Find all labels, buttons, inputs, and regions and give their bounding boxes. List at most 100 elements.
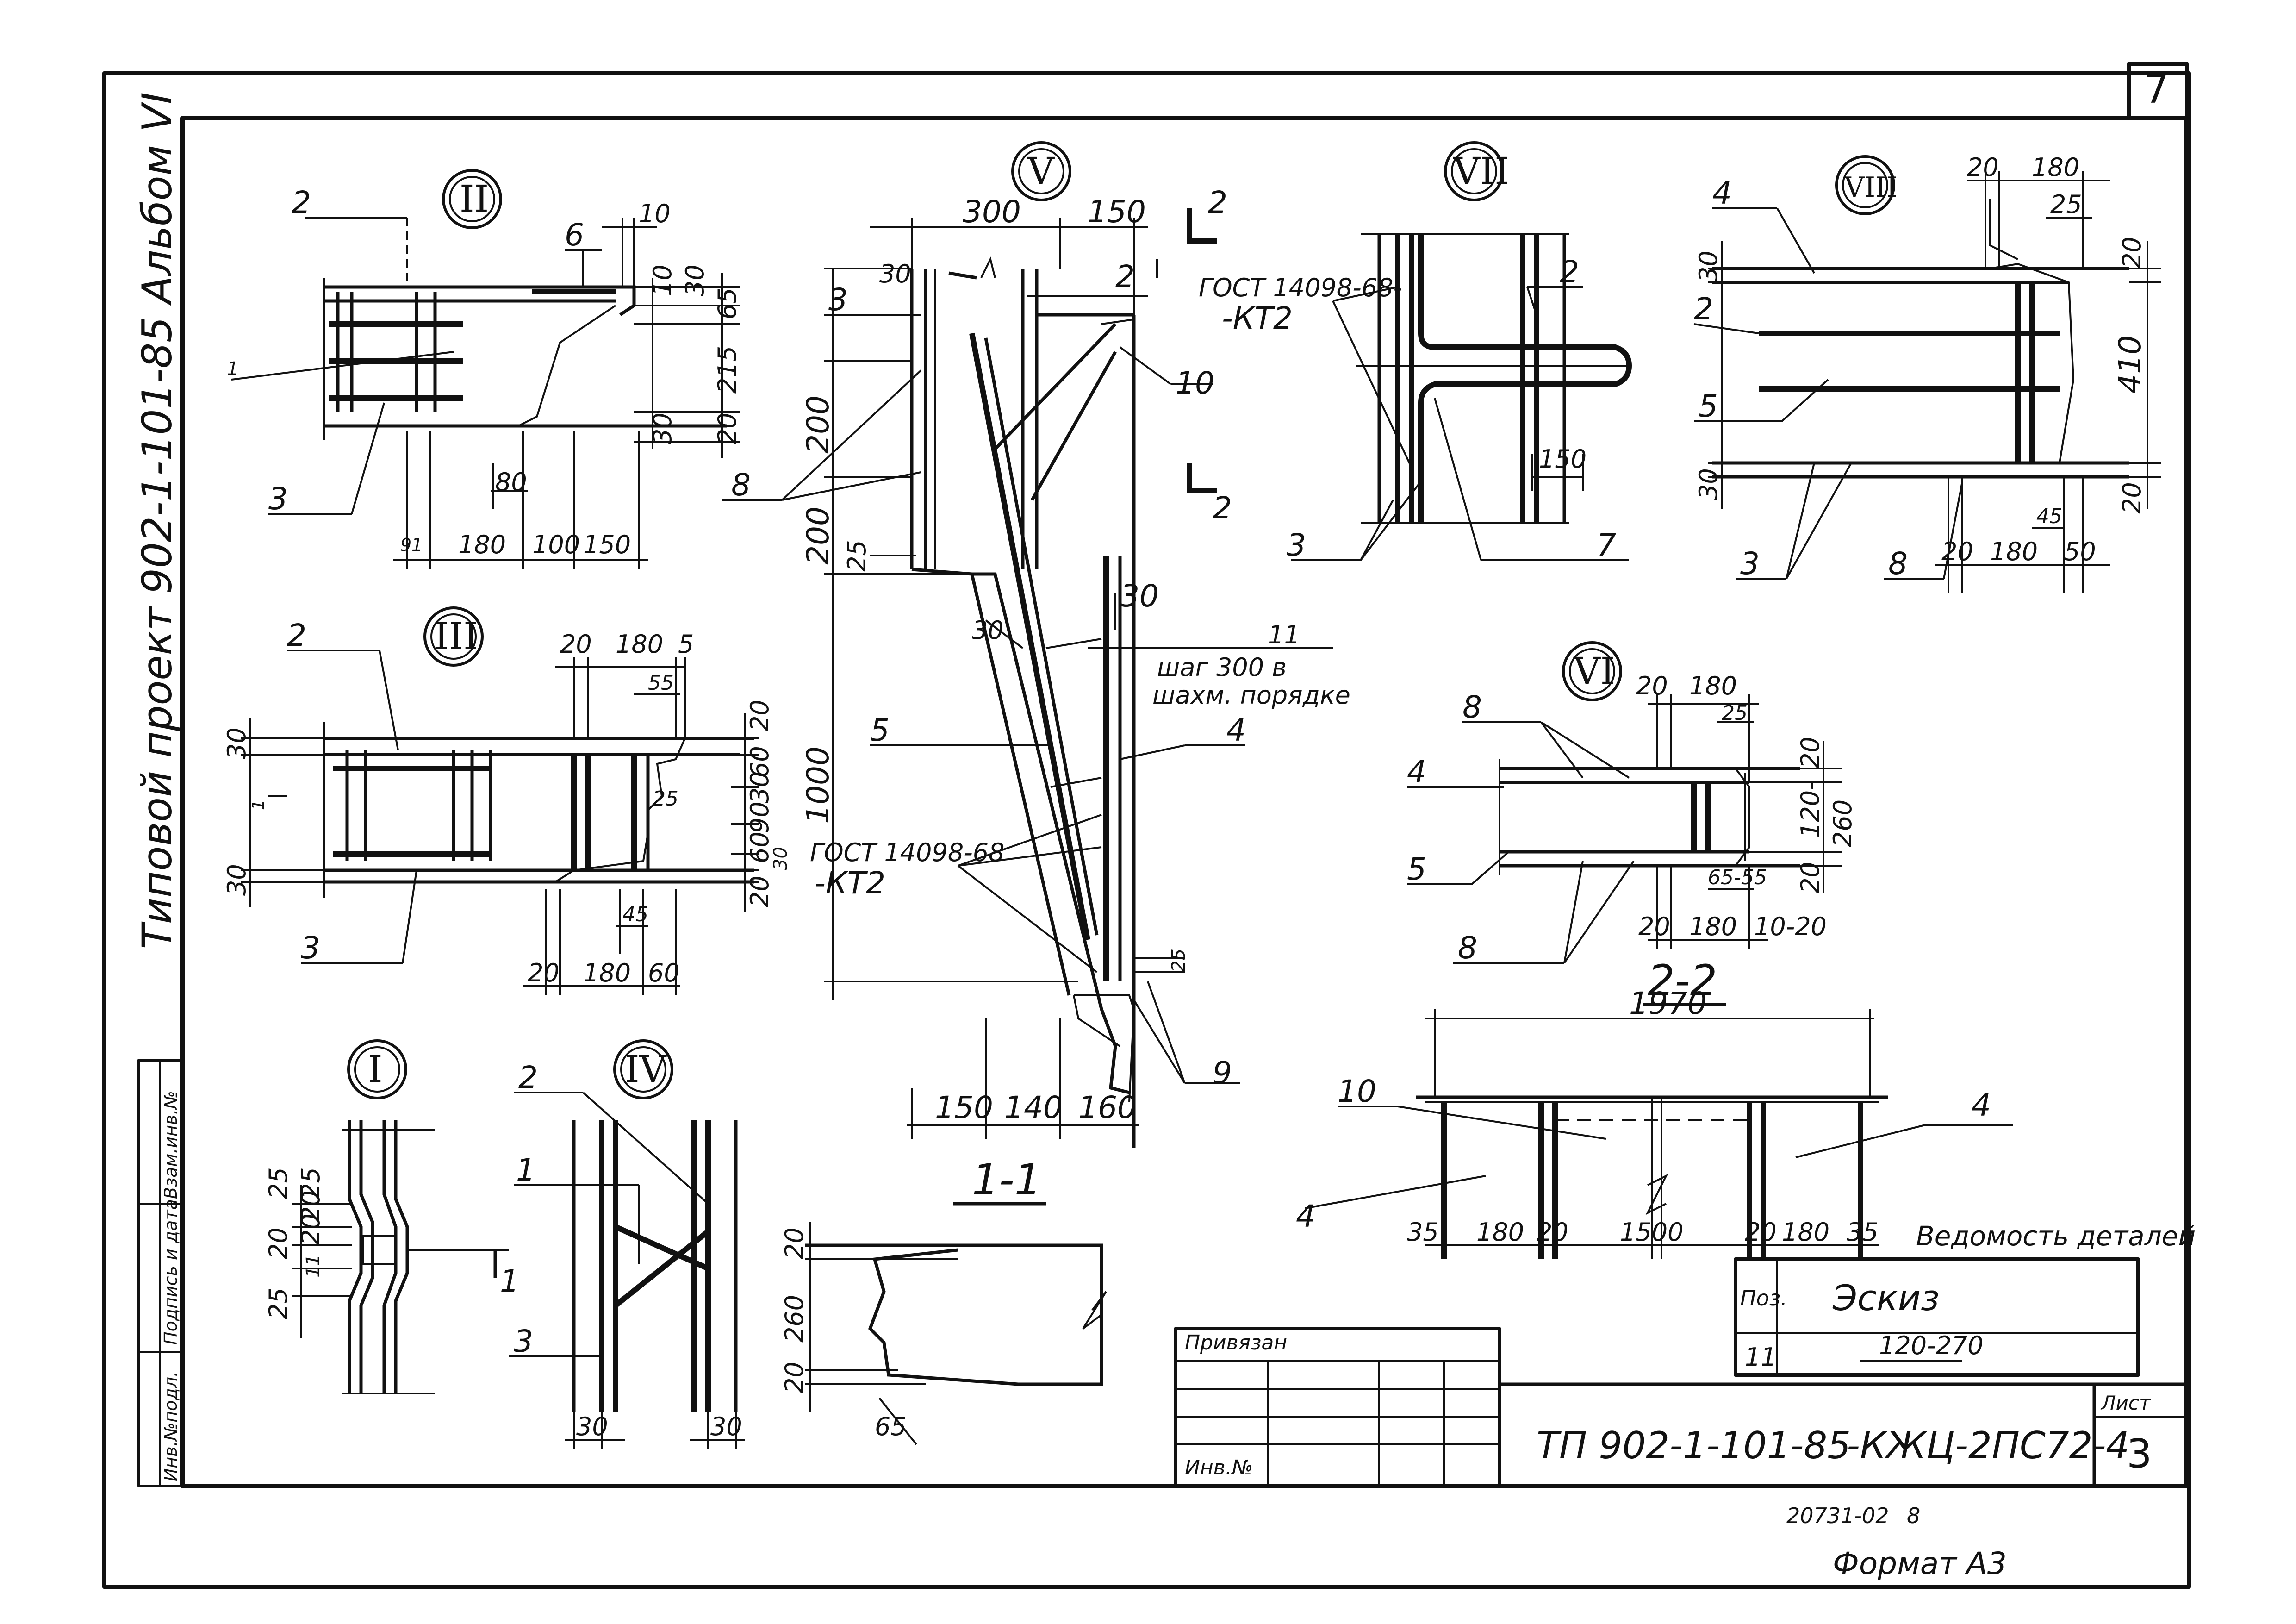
view-II-dim-b2: 100	[532, 530, 580, 559]
view-VI: VI 20 180 25 20 120- 260 20	[1407, 641, 1857, 966]
side-stamp: Инв.№подл. Подпись и дата Взам.инв.№	[137, 1059, 184, 1487]
view-VI-dim-t2: 25	[1722, 701, 1748, 725]
view-VIII-dim-l1: 30	[1694, 468, 1723, 500]
view-V: V 300 150	[722, 141, 1350, 1206]
view-I-dim-l6: 11	[303, 1254, 324, 1278]
view-V-dim-b2: 160	[1078, 1090, 1137, 1125]
view-III-dim-b1: 180	[583, 958, 631, 987]
view-I-section-mark: 1	[500, 1263, 519, 1299]
section-bottom-dim-l0: 20	[780, 1227, 809, 1259]
view-V-label: V	[1027, 150, 1055, 193]
view-III-dim-t3: 55	[648, 671, 674, 695]
view-2-2-dim-b6: 35	[1847, 1218, 1879, 1247]
side-stamp-replace: Взам.инв.№	[161, 1091, 181, 1199]
view-IV: IV 2 1 3 30 30	[509, 1039, 745, 1449]
view-2-2-dim-b1: 180	[1476, 1218, 1524, 1247]
title-block-inv: Инв.№	[1185, 1456, 1253, 1480]
view-II-dim-b1: 180	[458, 530, 506, 559]
view-III-dim-t0: 20	[560, 630, 592, 659]
view-II-dim-t0: 10	[639, 199, 671, 228]
view-VII-dim-0: 150	[1539, 444, 1587, 474]
view-II-dim-r1: 30	[680, 264, 709, 296]
section-bottom-dim-l1: 260	[780, 1295, 809, 1343]
view-VIII-callout-4: 4	[1712, 175, 1732, 211]
details-table-row-sketch: 120-270	[1879, 1331, 1984, 1360]
view-III-dim-i1: 45	[622, 903, 648, 926]
view-IV-callout-3: 3	[514, 1324, 533, 1359]
view-III-dim-t1: 180	[616, 630, 663, 659]
view-III-dim-r4: 60	[745, 831, 774, 863]
view-III-callout-2: 2	[287, 618, 306, 653]
view-2-2-dim-top: 1970	[1629, 986, 1707, 1021]
view-V-dim-l0: 200	[800, 395, 836, 454]
title-block-designation-suffix: -КЖЦ-2ПС72-4	[1847, 1424, 2129, 1467]
view-2-2-callout-4-left: 4	[1296, 1199, 1315, 1234]
view-VII-callout-3: 3	[1287, 527, 1306, 563]
view-VIII-callout-5: 5	[1699, 388, 1718, 424]
view-III-dim-b2: 60	[648, 958, 680, 987]
view-2-2-title: 2-2	[1648, 956, 1717, 1006]
sheet-corner-number: 7	[2144, 66, 2169, 112]
bottom-code: 20731-02	[1786, 1503, 1889, 1528]
side-stamp-inv: Инв.№подл.	[161, 1371, 181, 1481]
view-mark-circle-icon: IV	[613, 1039, 673, 1099]
view-V-callout-4: 4	[1226, 712, 1246, 748]
view-mark-circle-icon: III	[423, 606, 484, 667]
view-II-dim-b0: 91	[400, 535, 423, 555]
view-V-dim-i0: 30	[1120, 578, 1159, 614]
details-table-col-pos: Поз.	[1740, 1286, 1787, 1311]
view-V-gost: ГОСТ 14098-68	[810, 838, 1004, 867]
view-V-dim-i2: 25	[1168, 949, 1189, 972]
view-mark-circle-icon: II	[442, 169, 502, 229]
view-V-dim-i1: 30	[972, 616, 1004, 645]
view-II-callout-1: 1	[227, 358, 238, 380]
view-III-dim-r6: 20	[745, 875, 774, 907]
details-table: Ведомость деталей Поз. Эскиз 11 120-270	[1734, 1220, 2196, 1377]
view-II-dim-r5: 20	[713, 412, 742, 444]
view-V-callout-3: 3	[828, 282, 848, 318]
view-III-dim-t2: 5	[678, 630, 694, 659]
view-VII: VII 150 ГОСТ 14098-68- -КТ2 2 3 7	[1199, 141, 1632, 563]
view-III-dim-b0: 20	[528, 958, 560, 987]
title-block-sheet-number: 3	[2127, 1431, 2152, 1477]
view-VI-dim-r2: 260	[1828, 800, 1857, 847]
view-VI-dim-b1: 180	[1689, 912, 1737, 941]
view-III-dim-i0: 25	[653, 787, 678, 811]
view-VI-dim-b2: 10-20	[1754, 912, 1827, 941]
view-III-dim-r3: 90	[745, 801, 774, 833]
view-I-dim-l4: 25	[264, 1287, 293, 1319]
view-VIII-dim-b3: 45	[2036, 505, 2062, 528]
section-bottom: 20 260 20 65	[780, 1222, 1107, 1445]
view-I-dim-l5: 20	[264, 1227, 293, 1259]
view-mark-circle-icon: I	[347, 1039, 407, 1099]
format-label: Формат А3	[1833, 1546, 2007, 1581]
view-III-dim-r0: 20	[745, 700, 774, 731]
view-V-dim-l4: 25	[842, 540, 871, 572]
view-VI-callout-5: 5	[1407, 851, 1426, 887]
view-VIII-dim-t1: 180	[2032, 153, 2079, 182]
view-V-dim-t1: 150	[1088, 194, 1146, 230]
view-VII-callout-2: 2	[1560, 254, 1579, 290]
view-VII-gost-b: -КТ2	[1222, 300, 1293, 336]
view-VII-label: VII	[1453, 150, 1509, 193]
view-V-dim-b0: 150	[935, 1090, 993, 1125]
view-I-dim-l3: 25	[296, 1167, 325, 1199]
view-VI-dim-mid: 65-55	[1708, 866, 1767, 889]
view-mark-circle-icon: VI	[1562, 641, 1622, 701]
view-VI-dim-r1: 120-	[1796, 781, 1825, 838]
view-VIII-callout-8: 8	[1888, 546, 1908, 581]
view-mark-circle-icon: V	[1011, 141, 1071, 201]
view-V-callout-11: 11	[1268, 620, 1300, 650]
view-VI-callout-4: 4	[1407, 754, 1426, 790]
view-II-callout-3: 3	[268, 481, 288, 517]
view-2-2-dim-b0: 35	[1407, 1218, 1439, 1247]
view-VIII-dim-r2: 20	[2117, 482, 2147, 514]
view-VI-dim-b0: 20	[1638, 912, 1670, 941]
section-bottom-dim-b: 65	[875, 1412, 907, 1441]
view-V-callout-5: 5	[870, 712, 890, 748]
side-stamp-sign: Подпись и дата	[161, 1199, 181, 1345]
view-VIII-dim-r0: 20	[2117, 237, 2147, 269]
view-II-dim-r0: 10	[648, 264, 677, 296]
view-mark-circle-icon: VIII	[1835, 155, 1897, 215]
view-IV-callout-1: 1	[516, 1152, 535, 1188]
